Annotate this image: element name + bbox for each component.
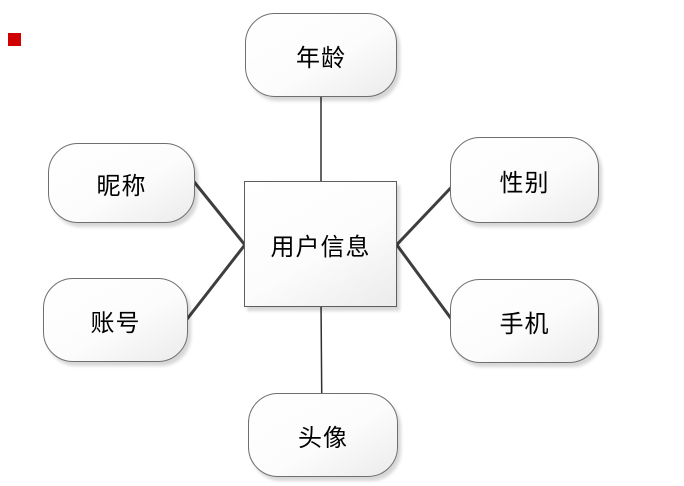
attribute-label-phone: 手机 (499, 309, 550, 338)
attribute-node-avatar: 头像 (248, 393, 398, 477)
connector-gender-line (385, 174, 464, 257)
red-marker (8, 33, 21, 46)
connector-account-line (182, 236, 253, 324)
attribute-label-gender: 性别 (499, 168, 550, 197)
entity-node-user-info: 用户信息 (244, 181, 397, 307)
connector-phone-line (389, 236, 460, 329)
attribute-node-age: 年龄 (245, 13, 397, 97)
attribute-node-gender: 性别 (450, 137, 599, 223)
attribute-node-account: 账号 (43, 278, 188, 362)
entity-label: 用户信息 (270, 232, 371, 261)
attribute-label-account: 账号 (90, 308, 141, 337)
attribute-label-nickname: 昵称 (96, 171, 147, 200)
attribute-node-nickname: 昵称 (48, 143, 195, 223)
attribute-node-phone: 手机 (450, 279, 599, 363)
connector-nickname-line (185, 172, 255, 256)
attribute-label-age: 年龄 (296, 43, 346, 72)
attribute-label-avatar: 头像 (298, 423, 348, 452)
